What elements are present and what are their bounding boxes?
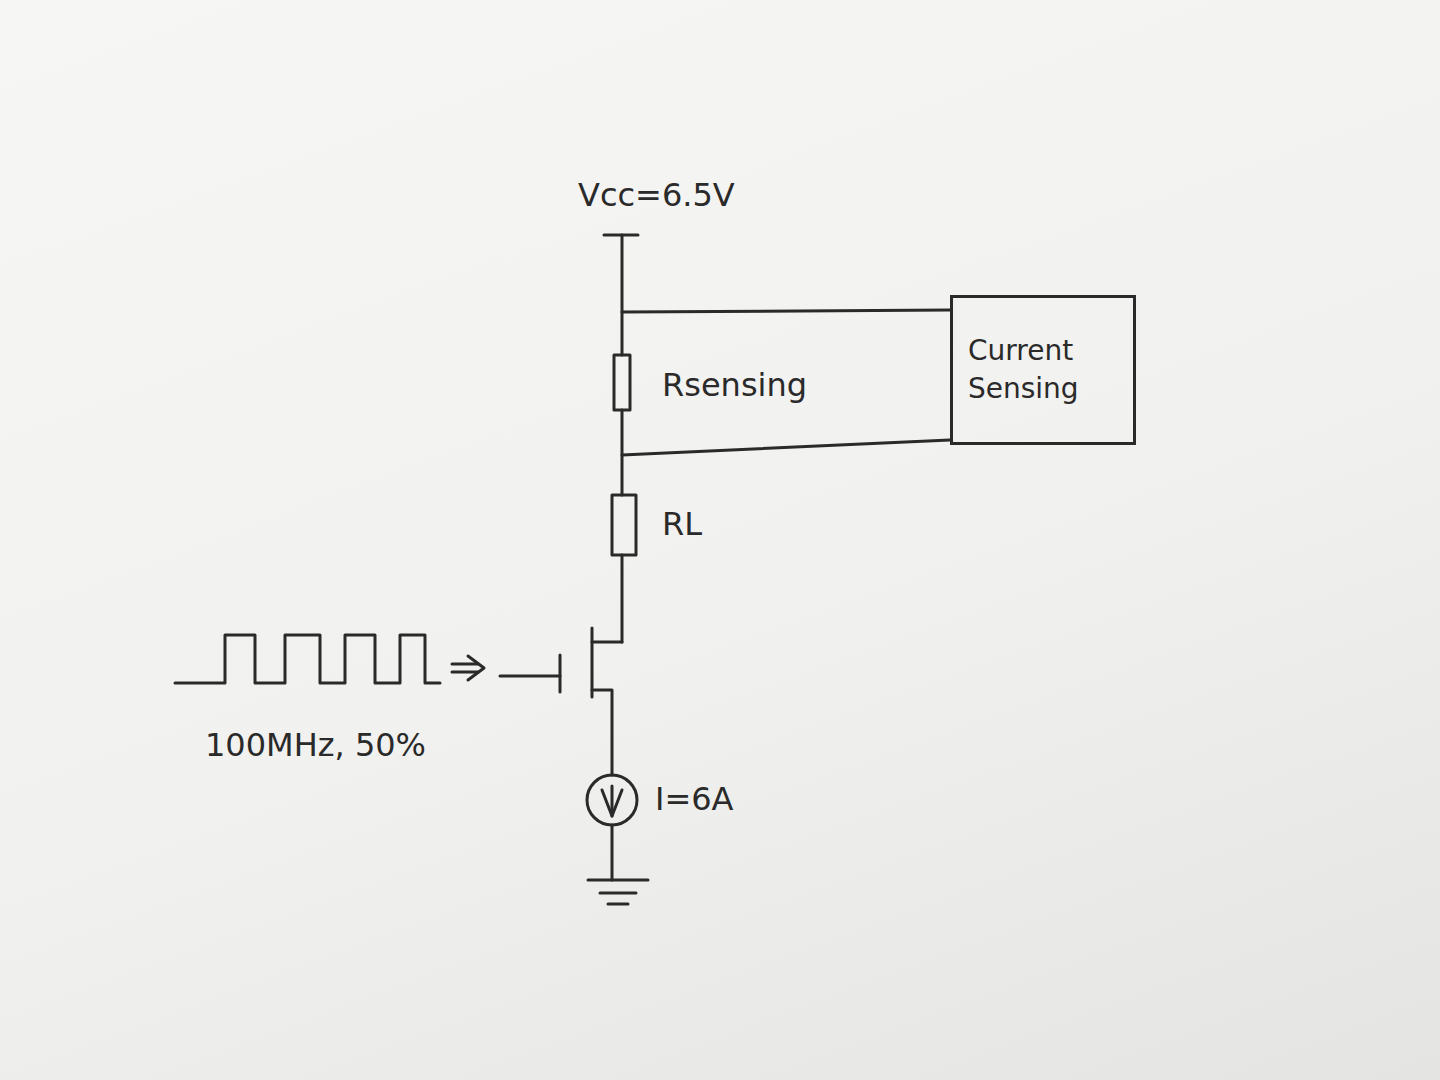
sense-wire <box>622 440 950 455</box>
part-name: Rsensing <box>662 368 807 403</box>
signal-label: 100MHz, 50% <box>205 728 426 763</box>
wire <box>621 555 624 642</box>
signal-arrow <box>452 671 478 674</box>
part-name: RL <box>662 507 702 542</box>
square-wave <box>175 635 440 683</box>
source-label: I=6A <box>655 782 734 817</box>
wire <box>611 825 614 880</box>
mosfet-gate <box>559 655 562 692</box>
sensor-box: Current Sensing <box>950 295 1136 445</box>
ground-symbol <box>588 879 648 882</box>
signal-arrow <box>452 663 478 666</box>
signal-arrow <box>468 656 484 680</box>
resistor-symbol <box>614 355 630 410</box>
supply-label: Vcc=6.5V <box>578 178 735 213</box>
ground-symbol <box>608 903 628 906</box>
current-source-arrow <box>602 790 622 816</box>
sense-wire <box>622 310 950 312</box>
wire <box>621 410 624 495</box>
gate-wire <box>500 675 560 678</box>
resistor-symbol <box>612 495 636 555</box>
mosfet-drain <box>592 641 622 644</box>
ground-symbol <box>600 892 636 895</box>
wire <box>621 235 624 355</box>
mosfet-channel <box>591 628 594 697</box>
current-source-symbol <box>587 775 637 825</box>
box-text: Current Sensing <box>968 332 1118 408</box>
mosfet-source <box>592 690 612 775</box>
